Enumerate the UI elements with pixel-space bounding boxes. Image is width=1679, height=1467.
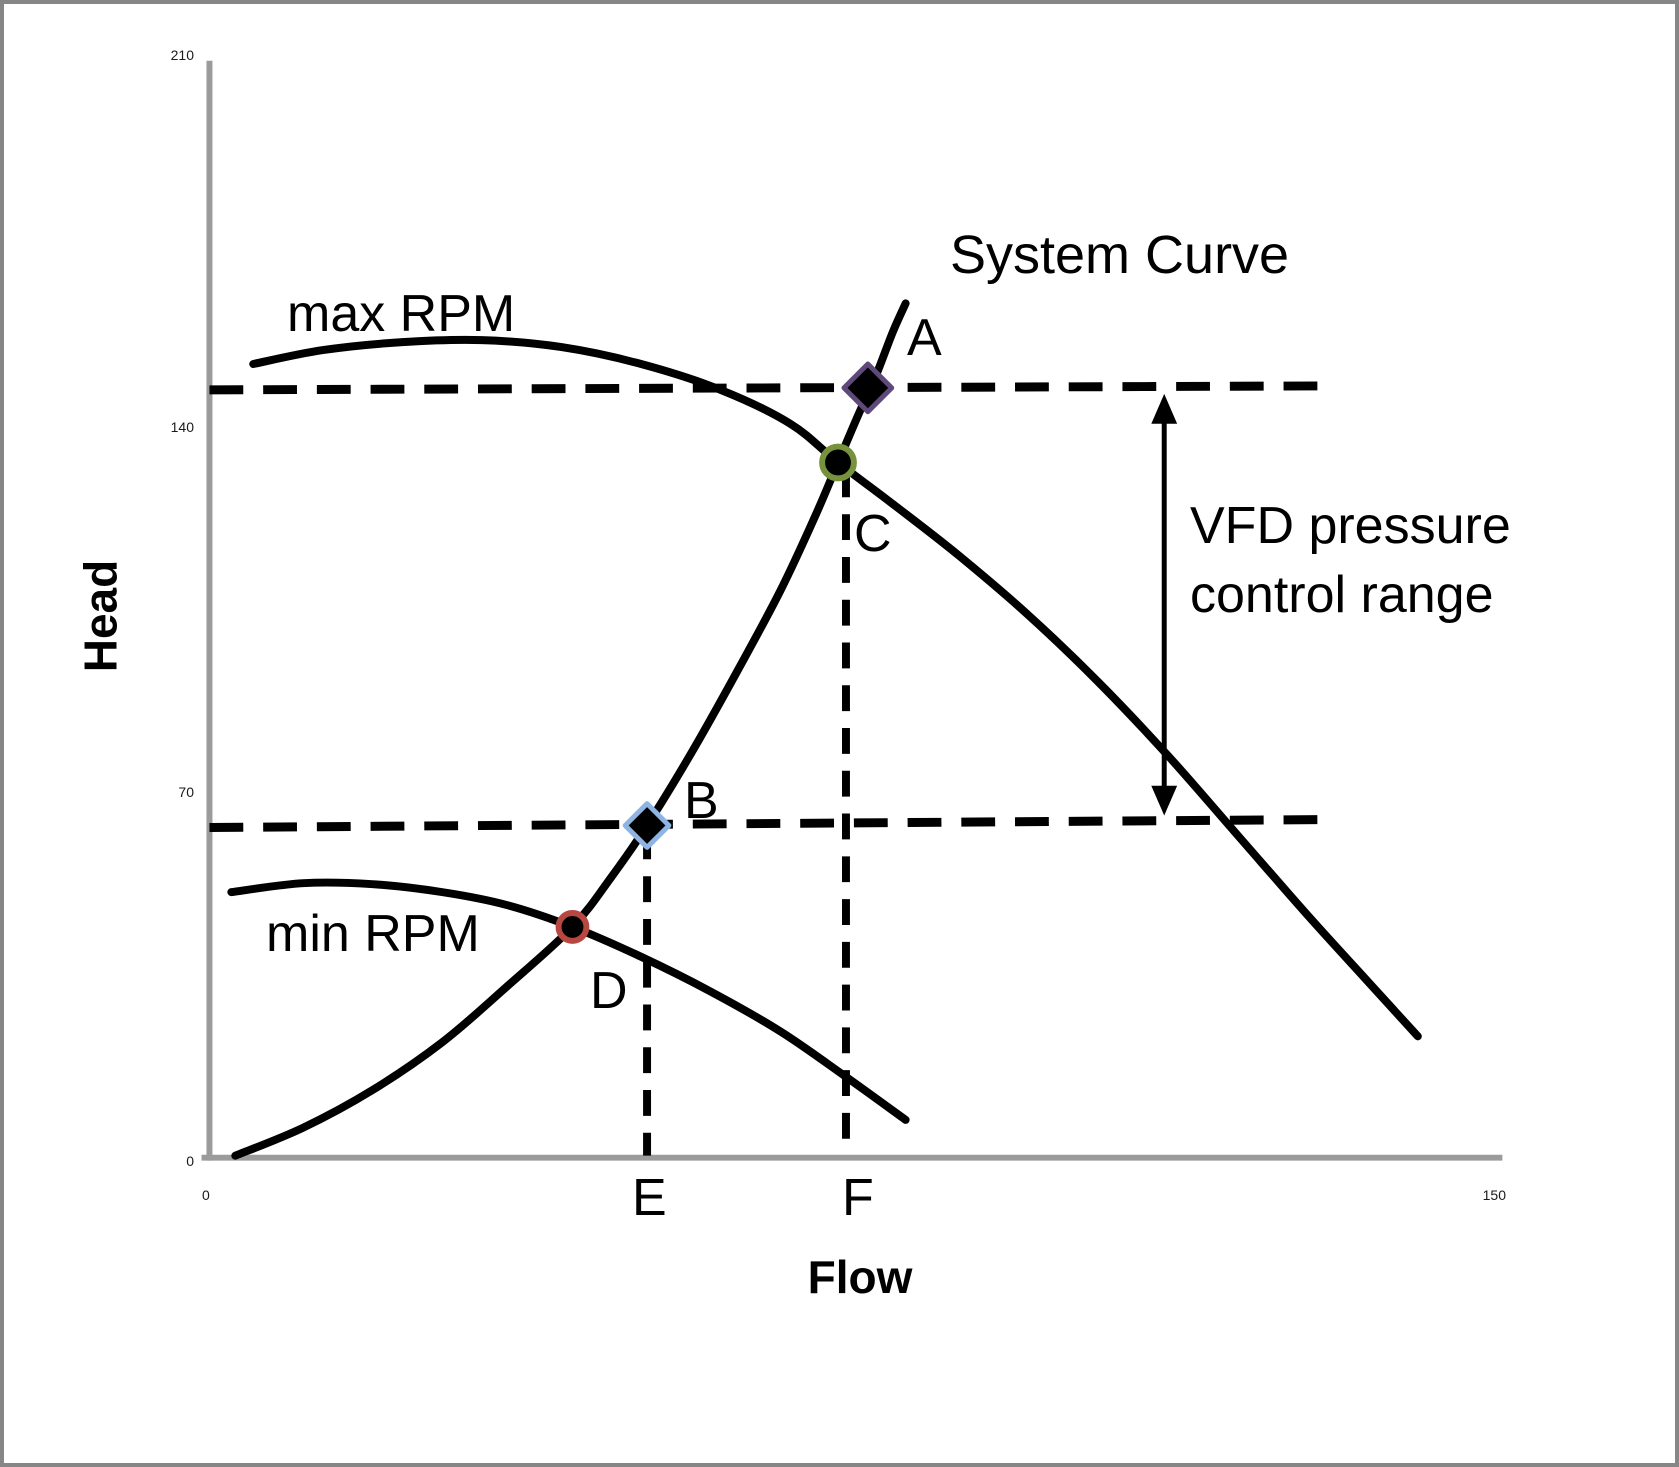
y-tick-0: 0 xyxy=(186,1153,194,1169)
upper-head-dashed-line xyxy=(209,381,1331,395)
point-a-marker xyxy=(841,361,895,415)
chart-canvas xyxy=(201,60,1503,1161)
system-curve xyxy=(231,299,910,1160)
vfd-pressure-range-label: VFD pressure control range xyxy=(1190,497,1511,625)
arrow-head-bottom xyxy=(1151,785,1178,816)
x-tick-0: 0 xyxy=(202,1187,210,1203)
point-d-marker xyxy=(555,910,590,944)
lower-head-dashed-line xyxy=(209,815,1331,832)
point-a-label: A xyxy=(907,309,942,367)
arrow-head-top xyxy=(1151,393,1178,424)
point-d-label: D xyxy=(590,962,628,1020)
y-tick-140: 140 xyxy=(170,419,194,435)
point-e-label: E xyxy=(632,1169,667,1227)
y-axis-title: Head xyxy=(74,559,127,673)
point-b-label: B xyxy=(684,772,719,830)
x-axis-title: Flow xyxy=(807,1251,913,1303)
y-tick-210: 210 xyxy=(170,47,194,63)
max-rpm-curve xyxy=(249,335,1422,1041)
system-curve-label: System Curve xyxy=(950,225,1290,285)
point-f-label: F xyxy=(842,1169,874,1227)
y-tick-70: 70 xyxy=(178,784,194,800)
x-tick-150: 150 xyxy=(1482,1187,1506,1203)
point-b-marker xyxy=(622,801,672,850)
min-rpm-curve-label: min RPM xyxy=(266,905,480,963)
max-rpm-curve-label: max RPM xyxy=(287,285,516,343)
point-c-label: C xyxy=(854,505,892,563)
point-c-marker xyxy=(819,443,857,482)
